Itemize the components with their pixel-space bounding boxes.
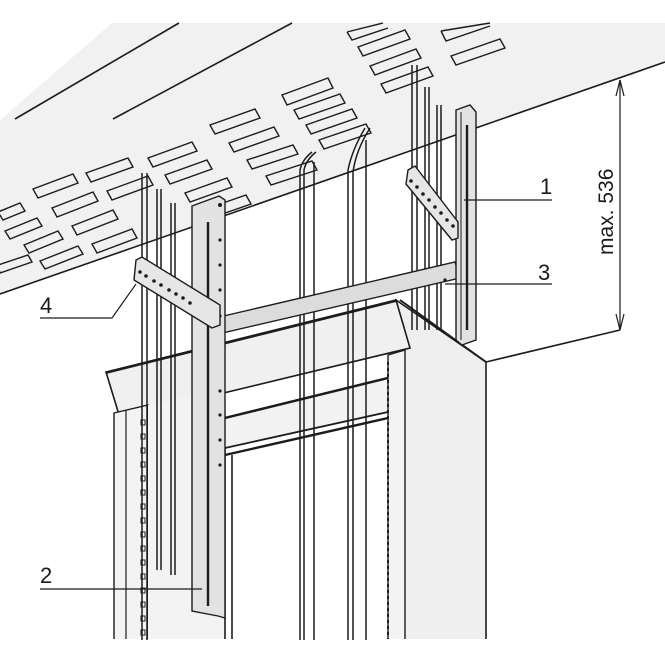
tray-ventilation-slots bbox=[0, 22, 507, 274]
callout-3: 3 bbox=[445, 260, 552, 285]
callout-label-1: 1 bbox=[540, 174, 552, 199]
rail-part-2 bbox=[191, 195, 226, 619]
callout-label-2: 2 bbox=[40, 563, 52, 588]
callout-2: 2 bbox=[40, 563, 202, 590]
rail-part-1 bbox=[455, 104, 477, 346]
dimension-label: max. 536 bbox=[595, 169, 618, 255]
dimension-max-height: max. 536 bbox=[595, 79, 625, 331]
angled-bracket-part-4 bbox=[133, 256, 221, 329]
rack-enclosure bbox=[100, 298, 621, 643]
callout-1: 1 bbox=[464, 174, 552, 201]
callout-4: 4 bbox=[40, 283, 137, 319]
callout-label-4: 4 bbox=[40, 293, 52, 318]
cable-tray bbox=[0, 22, 665, 295]
angled-bracket-right bbox=[405, 165, 459, 241]
callout-label-3: 3 bbox=[538, 260, 550, 285]
rack-mounting-holes-left bbox=[140, 419, 146, 636]
